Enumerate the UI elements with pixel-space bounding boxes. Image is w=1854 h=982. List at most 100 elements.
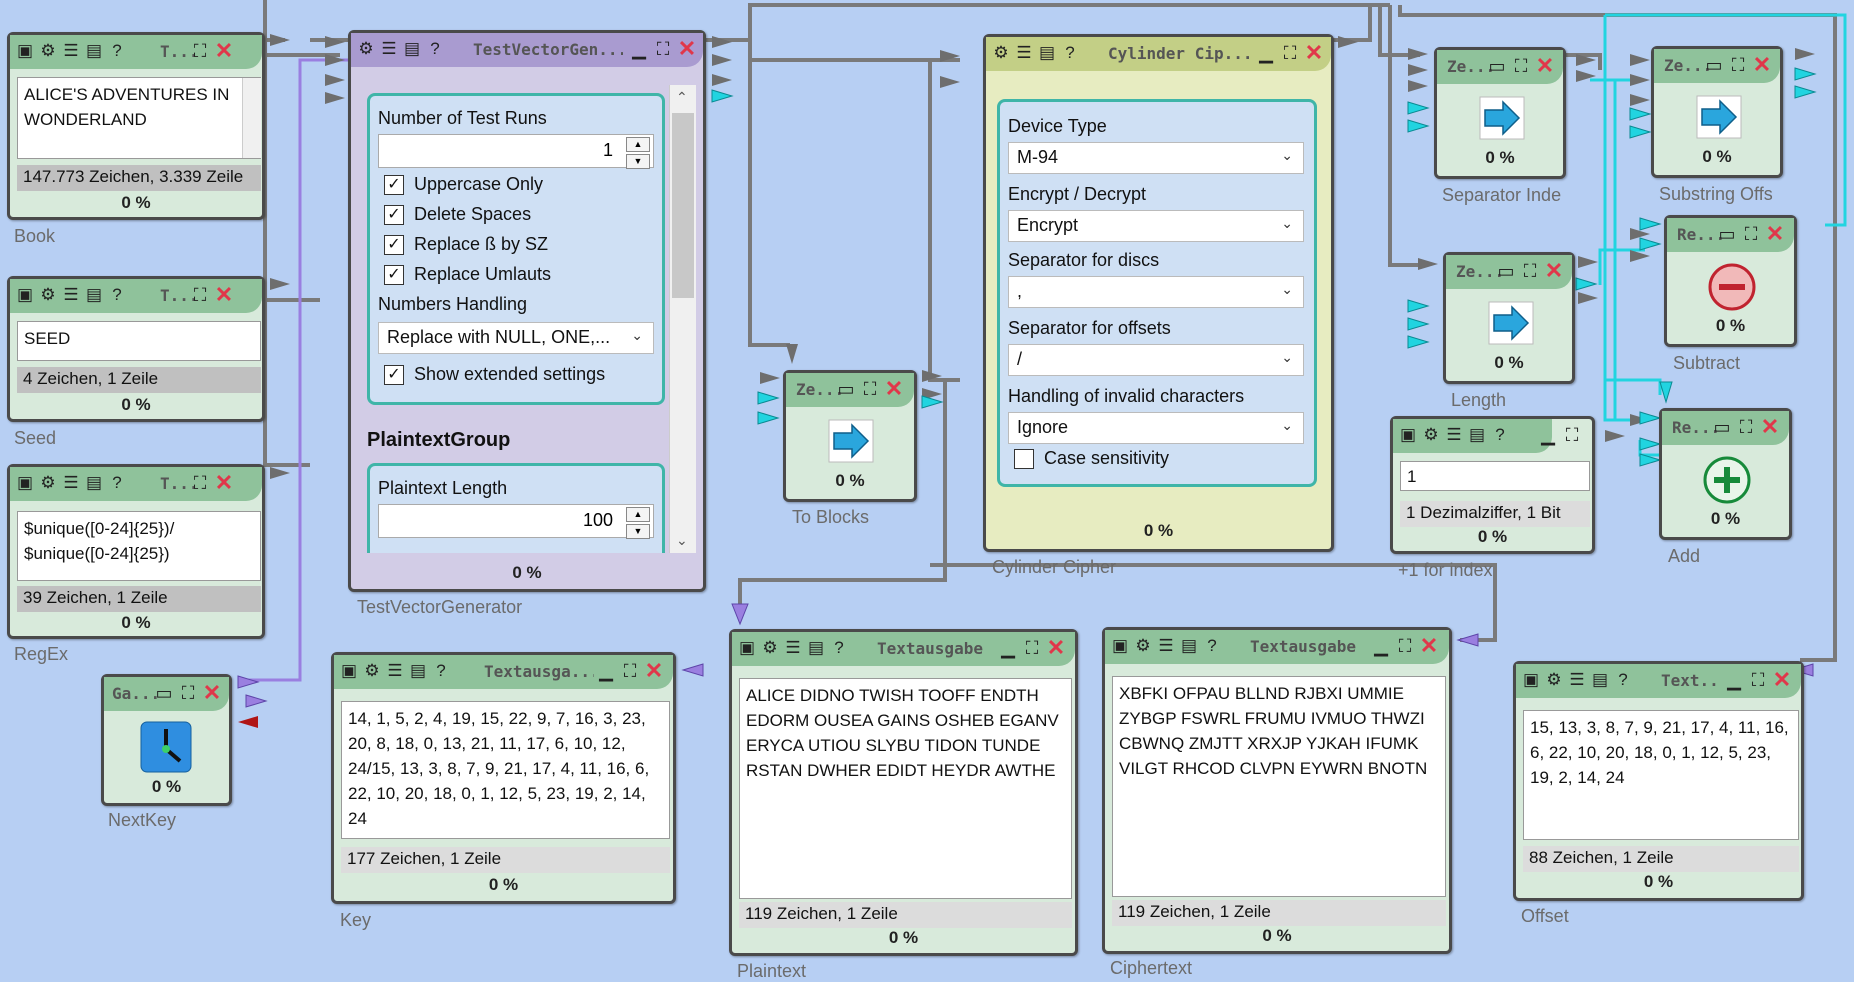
replace-umlauts-checkbox[interactable]: ✓Replace Umlauts	[384, 264, 551, 285]
minimize-icon[interactable]: ▁	[1727, 669, 1741, 690]
maximize-icon[interactable]: ⛶	[1731, 54, 1745, 75]
maximize-icon[interactable]: ⛶	[1565, 424, 1579, 445]
maximize-icon[interactable]: ⛶	[1283, 42, 1297, 63]
close-icon[interactable]: ✕	[884, 376, 904, 401]
menu-icon[interactable]: ☰	[63, 285, 79, 304]
clipboard-icon[interactable]: ▤	[1180, 636, 1198, 655]
close-icon[interactable]: ✕	[202, 680, 222, 705]
regex-text[interactable]: $unique([0-24]{25})/ $unique([0-24]{25})	[17, 511, 261, 581]
clipboard-icon[interactable]: ▤	[409, 661, 427, 680]
clipboard-icon[interactable]: ▤	[85, 285, 103, 304]
nextkey-component[interactable]: Ga... ▭⛶✕ 0 %	[101, 674, 232, 806]
close-icon[interactable]: ✕	[1419, 633, 1439, 658]
plaintext-component[interactable]: ▣⚙☰▤? Textausgabe ▁⛶✕ ALICE DIDNO TWISH …	[729, 629, 1078, 956]
close-icon[interactable]: ✕	[1535, 53, 1555, 78]
gear-icon[interactable]: ⚙	[40, 285, 56, 304]
menu-icon[interactable]: ☰	[1569, 670, 1585, 689]
gear-icon[interactable]: ⚙	[358, 39, 374, 58]
image-icon[interactable]: ▣	[1399, 425, 1417, 444]
maximize-icon[interactable]: ⛶	[1744, 223, 1758, 244]
help-icon[interactable]: ?	[430, 39, 440, 58]
delete-spaces-checkbox[interactable]: ✓Delete Spaces	[384, 204, 531, 225]
mode-dropdown[interactable]: Encrypt⌄	[1008, 210, 1304, 242]
sepindex-component[interactable]: Ze... ▭⛶✕ 0 %	[1434, 47, 1566, 179]
maximize-icon[interactable]: ⛶	[863, 378, 877, 399]
close-icon[interactable]: ✕	[214, 282, 234, 307]
maximize-icon[interactable]: ⛶	[1514, 55, 1528, 76]
help-icon[interactable]: ?	[1065, 43, 1075, 62]
length-component[interactable]: Ze... ▭⛶✕ 0 %	[1443, 252, 1575, 384]
gear-icon[interactable]: ⚙	[40, 41, 56, 60]
image-icon[interactable]: ▣	[1111, 636, 1129, 655]
gear-icon[interactable]: ⚙	[364, 661, 380, 680]
scroll-thumb[interactable]	[672, 113, 694, 298]
add-component[interactable]: Re... ▭⛶✕ 0 %	[1659, 408, 1792, 540]
testvector-scrollbar[interactable]: ⌃ ⌄	[669, 85, 696, 553]
extended-settings-checkbox[interactable]: ✓Show extended settings	[384, 364, 605, 385]
maximize-icon[interactable]: ⛶	[1751, 669, 1765, 690]
help-icon[interactable]: ?	[112, 473, 122, 492]
maximize-icon[interactable]: ⛶	[181, 682, 195, 703]
maximize-icon[interactable]: ⛶	[193, 284, 207, 305]
book-component[interactable]: ▣⚙☰▤? T... ⛶✕ ALICE'S ADVENTURES IN WOND…	[7, 32, 265, 220]
subtract-component[interactable]: Re... ▭⛶✕ 0 %	[1664, 215, 1797, 347]
regex-component[interactable]: ▣⚙☰▤? T... ⛶✕ $unique([0-24]{25})/ $uniq…	[7, 464, 265, 639]
close-icon[interactable]: ✕	[214, 470, 234, 495]
minimize-icon[interactable]: ▭	[1705, 54, 1723, 75]
minimize-icon[interactable]: ▭	[155, 682, 173, 703]
help-icon[interactable]: ?	[112, 285, 122, 304]
substr-component[interactable]: Ze... ▭⛶✕ 0 %	[1651, 46, 1783, 178]
maximize-icon[interactable]: ⛶	[623, 660, 637, 681]
maximize-icon[interactable]: ⛶	[1739, 416, 1753, 437]
key-component[interactable]: ▣⚙☰▤? Textausga... ▁⛶✕ 14, 1, 5, 2, 4, 1…	[331, 652, 676, 904]
gear-icon[interactable]: ⚙	[993, 43, 1009, 62]
scroll-down-icon[interactable]: ⌄	[676, 532, 688, 548]
length-input[interactable]: 100 ▲▼	[378, 504, 654, 541]
clipboard-icon[interactable]: ▤	[85, 473, 103, 492]
close-icon[interactable]: ✕	[1046, 635, 1066, 660]
menu-icon[interactable]: ☰	[1158, 636, 1174, 655]
image-icon[interactable]: ▣	[16, 285, 34, 304]
uppercase-checkbox[interactable]: ✓Uppercase Only	[384, 174, 543, 195]
maximize-icon[interactable]: ⛶	[193, 472, 207, 493]
close-icon[interactable]: ✕	[1304, 40, 1324, 65]
maximize-icon[interactable]: ⛶	[1398, 635, 1412, 656]
help-icon[interactable]: ?	[1207, 636, 1217, 655]
minimize-icon[interactable]: ▁	[1374, 635, 1388, 656]
plusone-component[interactable]: ▣⚙☰▤? ▁⛶ 1 1 Dezimalziffer, 1 Bit 0 %	[1390, 416, 1595, 554]
clipboard-icon[interactable]: ▤	[1591, 670, 1609, 689]
help-icon[interactable]: ?	[436, 661, 446, 680]
minimize-icon[interactable]: ▭	[1718, 223, 1736, 244]
image-icon[interactable]: ▣	[16, 41, 34, 60]
testvector-component[interactable]: ⚙☰▤? TestVectorGen... ▁⛶✕ Number of Test…	[348, 30, 706, 592]
maximize-icon[interactable]: ⛶	[1025, 637, 1039, 658]
menu-icon[interactable]: ☰	[63, 41, 79, 60]
clipboard-icon[interactable]: ▤	[807, 638, 825, 657]
close-icon[interactable]: ✕	[644, 658, 664, 683]
menu-icon[interactable]: ☰	[785, 638, 801, 657]
minimize-icon[interactable]: ▁	[632, 38, 646, 59]
minimize-icon[interactable]: ▭	[1713, 416, 1731, 437]
minimize-icon[interactable]: ▁	[1259, 42, 1273, 63]
sepoff-dropdown[interactable]: /⌄	[1008, 344, 1304, 376]
case-sensitivity-checkbox[interactable]: Case sensitivity	[1014, 448, 1169, 469]
minimize-icon[interactable]: ▁	[1541, 424, 1555, 445]
minimize-icon[interactable]: ▁	[1001, 637, 1015, 658]
invalid-dropdown[interactable]: Ignore⌄	[1008, 412, 1304, 444]
gear-icon[interactable]: ⚙	[1546, 670, 1562, 689]
menu-icon[interactable]: ☰	[387, 661, 403, 680]
clipboard-icon[interactable]: ▤	[1468, 425, 1486, 444]
offset-component[interactable]: ▣⚙☰▤? Text... ▁⛶✕ 15, 13, 3, 8, 7, 9, 21…	[1513, 661, 1804, 901]
maximize-icon[interactable]: ⛶	[1523, 260, 1537, 281]
help-icon[interactable]: ?	[1618, 670, 1628, 689]
book-scrollbar[interactable]	[242, 78, 261, 158]
ciphertext-text[interactable]: XBFKI OFPAU BLLND RJBXI UMMIE ZYBGP FSWR…	[1112, 676, 1446, 897]
length-spinner[interactable]: ▲▼	[626, 507, 650, 541]
menu-icon[interactable]: ☰	[1446, 425, 1462, 444]
maximize-icon[interactable]: ⛶	[656, 38, 670, 59]
image-icon[interactable]: ▣	[1522, 670, 1540, 689]
seed-component[interactable]: ▣⚙☰▤? T... ⛶✕ SEED 4 Zeichen, 1 Zeile 0 …	[7, 276, 265, 422]
plaintext-text[interactable]: ALICE DIDNO TWISH TOOFF ENDTH EDORM OUSE…	[739, 678, 1072, 899]
close-icon[interactable]: ✕	[1765, 221, 1785, 246]
help-icon[interactable]: ?	[834, 638, 844, 657]
